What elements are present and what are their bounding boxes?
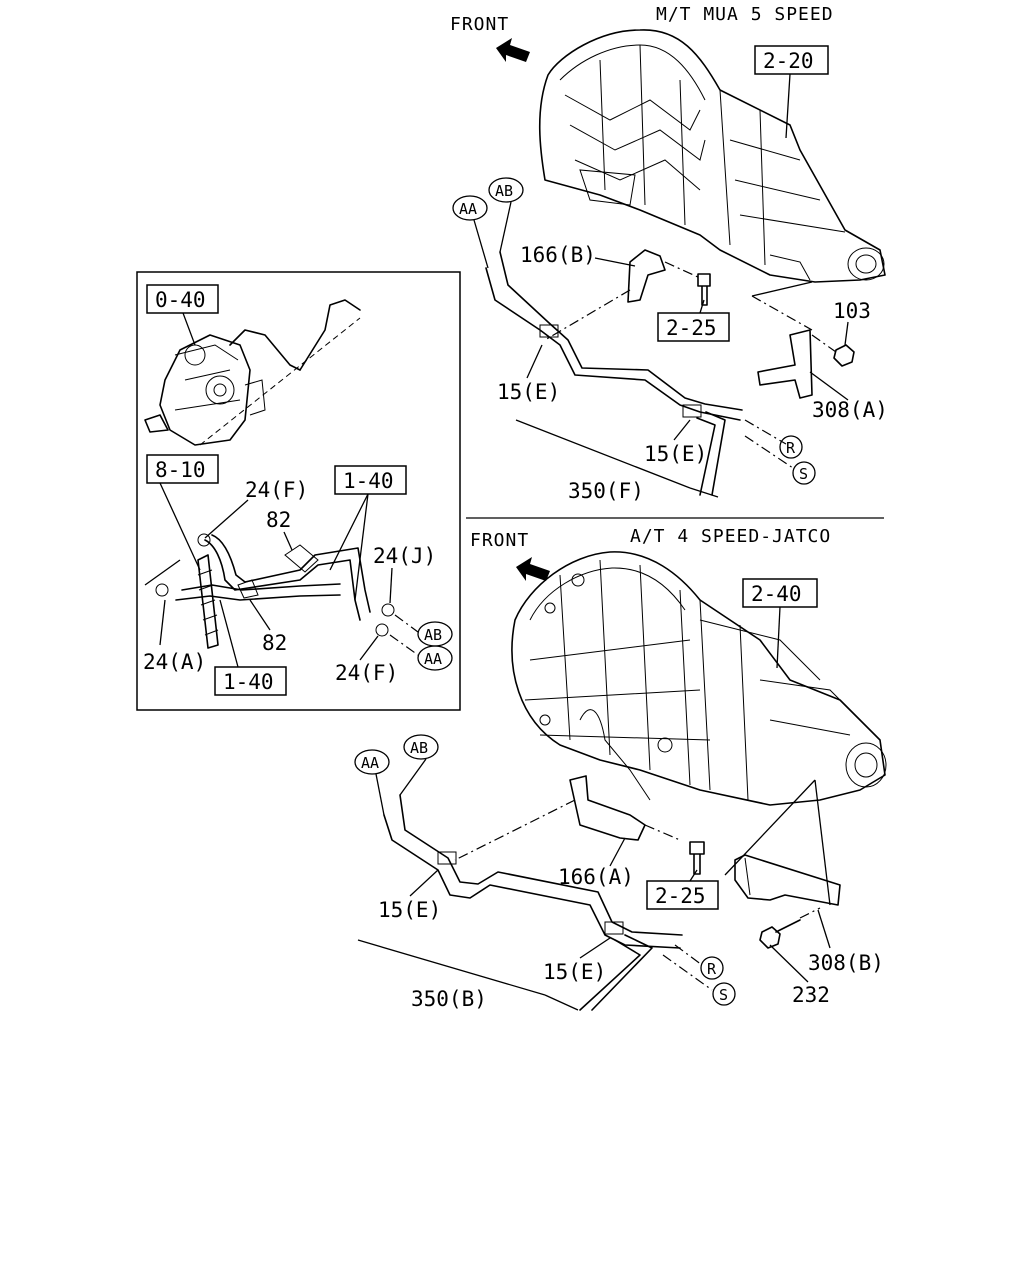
ref-box-2-25-bottom	[646, 880, 719, 910]
label-232: 232	[792, 983, 830, 1007]
ref-box-1-40-upper	[334, 465, 407, 495]
label-350f: 350(F)	[568, 479, 644, 503]
callout-r-top: R	[779, 435, 803, 459]
ref-label-2-20: 2-20	[763, 49, 814, 73]
svg-text:S: S	[799, 465, 808, 483]
callout-ab-inset: AB	[417, 621, 453, 647]
label-308b: 308(B)	[808, 951, 884, 975]
mt-section-title: M/T MUA 5 SPEED	[656, 4, 834, 25]
svg-text:S: S	[719, 986, 728, 1004]
at-section-title: A/T 4 SPEED-JATCO	[630, 526, 831, 547]
callout-r-bottom: R	[700, 956, 724, 980]
label-24f-upper: 24(F)	[245, 478, 308, 502]
svg-text:R: R	[786, 439, 796, 457]
front-arrow-icon-top	[496, 38, 530, 62]
mt-oil-pipe-assembly	[485, 251, 743, 496]
label-15e-top-right: 15(E)	[644, 442, 707, 466]
callout-aa-top: AA	[452, 195, 488, 221]
at-oil-pipe-assembly	[383, 794, 683, 1011]
ref-label-2-25-bottom: 2-25	[655, 884, 706, 908]
ref-box-8-10	[146, 454, 219, 484]
svg-text:AA: AA	[459, 200, 477, 218]
svg-text:R: R	[707, 960, 717, 978]
callout-s-top: S	[792, 461, 816, 485]
label-15e-bottom-left: 15(E)	[378, 898, 441, 922]
svg-text:AB: AB	[424, 626, 442, 644]
fuel-hose-drawing	[155, 533, 395, 649]
callout-aa-inset: AA	[417, 645, 453, 671]
ref-label-1-40-lower: 1-40	[223, 670, 274, 694]
bracket-166a	[569, 775, 646, 841]
ref-box-2-40	[742, 578, 818, 608]
label-24j: 24(J)	[373, 544, 436, 568]
bracket-308a	[757, 329, 813, 399]
at-transmission-drawing	[511, 551, 887, 806]
ref-label-0-40: 0-40	[155, 288, 206, 312]
ref-label-1-40-upper: 1-40	[343, 469, 394, 493]
callout-aa-bottom: AA	[354, 749, 390, 775]
front-arrow-icon-bottom	[516, 557, 550, 581]
ref-box-2-20	[754, 45, 829, 75]
bracket-308b	[734, 854, 841, 906]
callout-ab-top: AB	[488, 177, 524, 203]
front-label-top: FRONT	[450, 14, 509, 35]
bolt-icon-top	[697, 273, 711, 306]
bolt-icon-232	[759, 919, 801, 949]
label-308a: 308(A)	[812, 398, 888, 422]
mt-transmission-drawing	[538, 29, 886, 283]
front-label-bottom: FRONT	[470, 530, 529, 551]
label-15e-bottom-right: 15(E)	[543, 960, 606, 984]
pump-inset-frame	[136, 271, 461, 711]
ref-label-2-25-top: 2-25	[666, 316, 717, 340]
bolt-icon-bottom	[689, 841, 705, 875]
label-166a: 166(A)	[558, 865, 634, 889]
label-24f-lower: 24(F)	[335, 661, 398, 685]
ref-box-2-25-top	[657, 312, 730, 342]
nut-icon-103	[833, 344, 855, 367]
bracket-166b	[627, 249, 666, 303]
ref-label-8-10: 8-10	[155, 458, 206, 482]
label-15e-top-left: 15(E)	[497, 380, 560, 404]
label-350b: 350(B)	[411, 987, 487, 1011]
callout-s-bottom: S	[712, 982, 736, 1006]
callout-ab-bottom: AB	[403, 734, 439, 760]
svg-text:AA: AA	[424, 650, 442, 668]
label-166b: 166(B)	[520, 243, 596, 267]
label-24a: 24(A)	[143, 650, 206, 674]
label-82-upper: 82	[266, 508, 291, 532]
svg-text:AA: AA	[361, 754, 379, 772]
ref-box-0-40	[146, 284, 219, 314]
label-82-lower: 82	[262, 631, 287, 655]
ref-label-2-40: 2-40	[751, 582, 802, 606]
label-103: 103	[833, 299, 871, 323]
svg-text:AB: AB	[410, 739, 428, 757]
svg-text:AB: AB	[495, 182, 513, 200]
injection-pump-drawing	[144, 299, 361, 446]
ref-box-1-40-lower	[214, 666, 287, 696]
